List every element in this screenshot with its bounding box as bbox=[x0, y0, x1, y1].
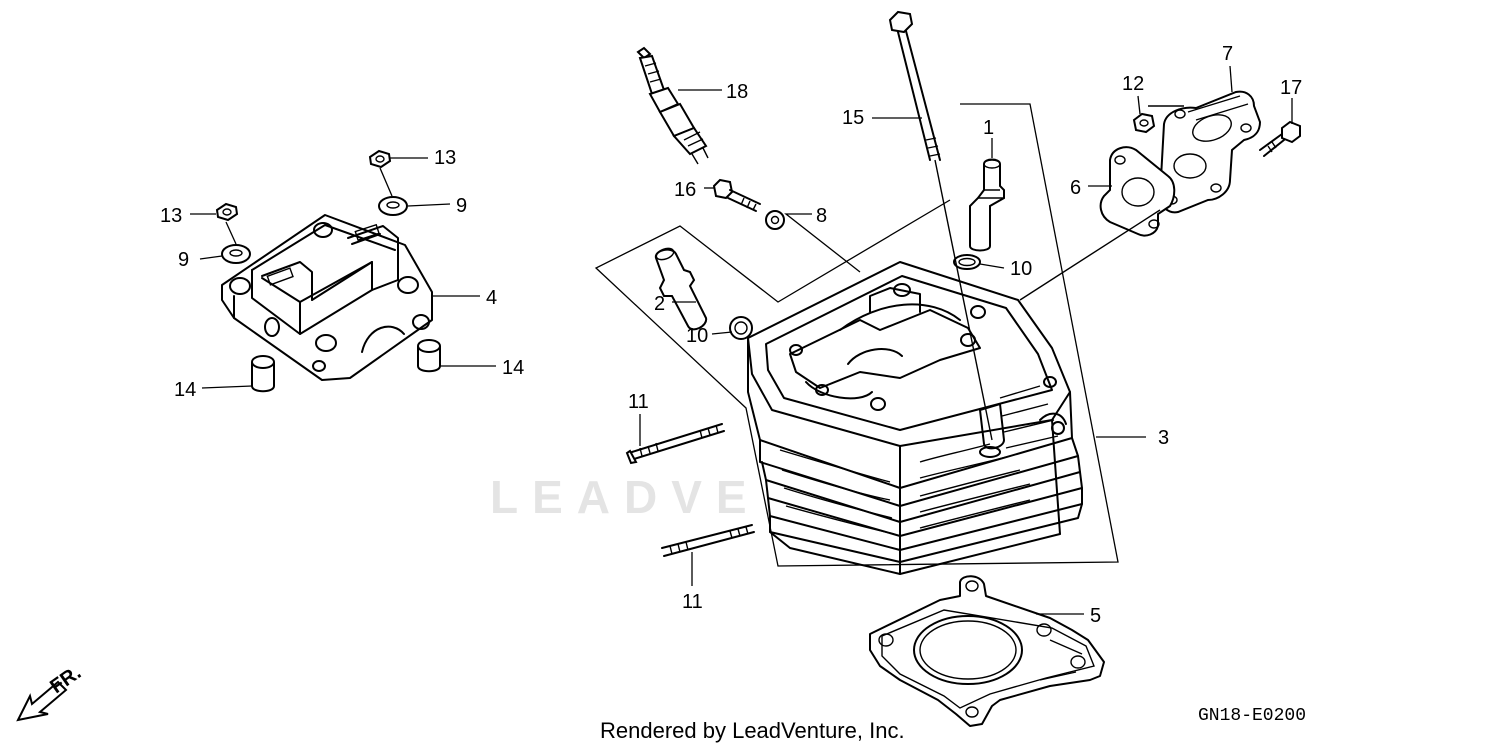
dowel-pin-14-right bbox=[417, 339, 441, 373]
callout-14-left: 14 bbox=[174, 379, 196, 401]
spark-plug bbox=[636, 46, 709, 165]
o-ring-10-lower bbox=[729, 316, 753, 340]
callout-2: 2 bbox=[654, 293, 665, 315]
callout-4: 4 bbox=[486, 287, 497, 309]
watermark: LEADVE bbox=[490, 471, 761, 523]
nut-13-right bbox=[368, 149, 392, 169]
callout-3: 3 bbox=[1158, 427, 1169, 449]
callout-1: 1 bbox=[983, 117, 994, 139]
bolt-17 bbox=[1259, 120, 1301, 157]
nut-13-left bbox=[215, 202, 239, 222]
insulator-gasket-6 bbox=[1099, 146, 1176, 237]
front-direction-arrow-icon: FR. bbox=[16, 662, 85, 722]
callout-14-right: 14 bbox=[502, 357, 524, 379]
cylinder-head-gasket bbox=[869, 575, 1105, 727]
callout-9-right: 9 bbox=[456, 195, 467, 217]
dowel-pin-14-left bbox=[251, 355, 275, 393]
callout-16: 16 bbox=[674, 179, 696, 201]
callout-5: 5 bbox=[1090, 605, 1101, 627]
callout-12: 12 bbox=[1122, 73, 1144, 95]
callout-18: 18 bbox=[726, 81, 748, 103]
callout-10-lower: 10 bbox=[686, 325, 708, 347]
callout-15: 15 bbox=[842, 107, 864, 129]
callout-6: 6 bbox=[1070, 177, 1081, 199]
stud-11-upper bbox=[625, 423, 725, 465]
callout-11-upper: 11 bbox=[628, 391, 649, 413]
drawing-code: GN18-E0200 bbox=[1198, 706, 1306, 726]
bolt-16 bbox=[712, 178, 761, 212]
callout-8: 8 bbox=[816, 205, 827, 227]
callout-11-lower: 11 bbox=[682, 591, 703, 613]
callout-numbers: 1 2 3 4 5 6 7 8 9 9 10 10 11 11 12 13 13… bbox=[160, 43, 1302, 627]
callout-9-left: 9 bbox=[178, 249, 189, 271]
valve-guide-1 bbox=[969, 158, 1005, 252]
washer-8 bbox=[765, 210, 785, 230]
washer-9-right bbox=[378, 196, 408, 216]
callout-7: 7 bbox=[1222, 43, 1233, 65]
washer-9-left bbox=[221, 244, 251, 264]
o-ring-10-upper bbox=[953, 254, 981, 270]
cylinder-head bbox=[747, 159, 1083, 575]
valve-guide-2 bbox=[654, 247, 708, 331]
stud-11-lower bbox=[661, 524, 755, 557]
rocker-arm-holder bbox=[221, 214, 433, 381]
callout-13-right: 13 bbox=[434, 147, 456, 169]
callout-17: 17 bbox=[1280, 77, 1302, 99]
callout-10-upper: 10 bbox=[1010, 258, 1032, 280]
callout-13-left: 13 bbox=[160, 205, 182, 227]
leader-lines bbox=[190, 65, 1293, 615]
intake-insulator-7 bbox=[1158, 90, 1262, 214]
rendered-by-credit: Rendered by LeadVenture, Inc. bbox=[600, 718, 905, 743]
stud-bolt-15 bbox=[888, 10, 941, 161]
nut-12 bbox=[1132, 112, 1156, 134]
